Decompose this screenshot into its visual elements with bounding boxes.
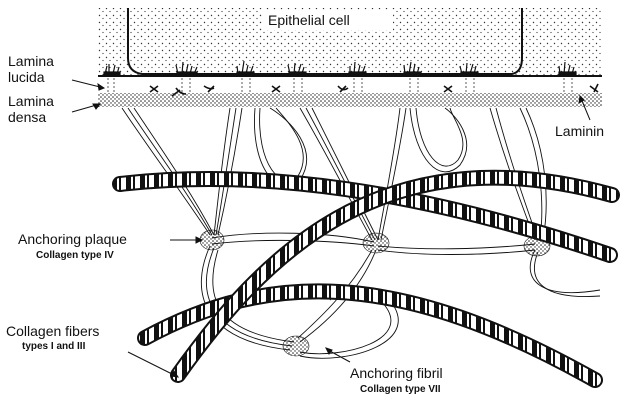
lamina-densa-label-2: densa xyxy=(8,109,46,125)
collagen-fiber-3 xyxy=(170,169,620,383)
laminin-label: Laminin xyxy=(555,123,604,139)
lamina-lucida-label-2: lucida xyxy=(8,69,45,85)
collagen-fiber-1 xyxy=(112,171,618,263)
collagen-fibers xyxy=(112,169,620,388)
collagen-fiber-2 xyxy=(137,283,603,388)
collagen-fibers-sublabel: types I and III xyxy=(22,341,86,352)
lamina-densa-label-1: Lamina xyxy=(8,93,54,109)
anchoring-plaque-label: Anchoring plaque xyxy=(18,231,127,247)
lamina-lucida-label-1: Lamina xyxy=(8,53,54,69)
laminin-molecules xyxy=(149,83,599,97)
anchoring-fibril-sublabel: Collagen type VII xyxy=(360,384,441,395)
plaque-middle xyxy=(362,232,390,254)
lamina-densa-band xyxy=(98,93,602,107)
hemidesmosome-tufts xyxy=(103,60,577,76)
label-pointers xyxy=(71,79,591,378)
anchoring-plaque-sublabel: Collagen type IV xyxy=(36,250,114,261)
plaque-bottom xyxy=(282,335,310,357)
anchoring-fibril-label: Anchoring fibril xyxy=(350,365,443,381)
labels: Epithelial cell Lamina lucida Lamina den… xyxy=(6,10,604,395)
epithelial-cell-label: Epithelial cell xyxy=(268,12,350,28)
collagen-fibers-label: Collagen fibers xyxy=(6,323,99,339)
plaque-left xyxy=(199,229,225,251)
